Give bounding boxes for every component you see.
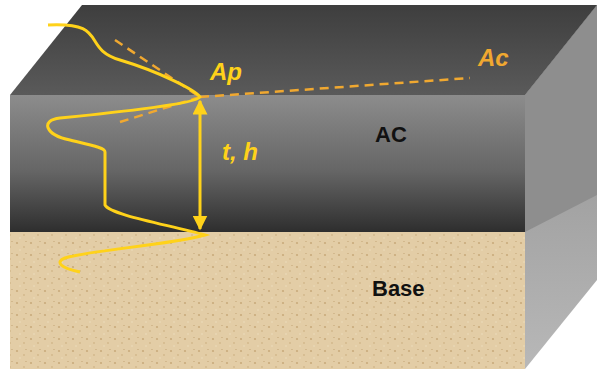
top-face (10, 5, 597, 95)
layer-name: AC (375, 122, 407, 148)
thickness-arrow (199, 101, 202, 229)
ac-layer: AC (10, 95, 525, 232)
layer-name: Base (372, 276, 425, 302)
amplitude-label: Ap (210, 58, 242, 86)
base-layer: Base (10, 232, 525, 369)
amplitude-label: Ac (478, 44, 509, 72)
thickness-label: t, h (222, 138, 258, 166)
gpr-trace (48, 25, 205, 272)
envelope-lines (115, 40, 470, 122)
